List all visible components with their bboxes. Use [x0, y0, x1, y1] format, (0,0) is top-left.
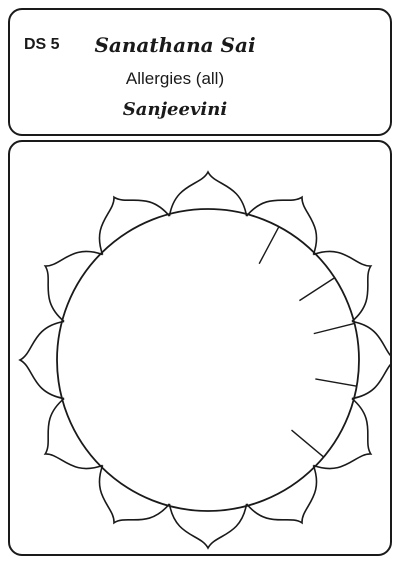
tick-mark [291, 430, 323, 457]
lotus-petals [20, 172, 390, 548]
card-name: Sanathana Sai [60, 33, 290, 57]
remedy-label: Sanjeevini [60, 99, 290, 120]
card-code: DS 5 [24, 36, 60, 54]
tick-mark [299, 278, 334, 301]
complaint-label: Allergies (all) [60, 69, 290, 89]
lotus-petal [352, 321, 390, 398]
lotus-chart [10, 142, 390, 554]
tick-mark [315, 379, 356, 386]
tick-mark [259, 227, 279, 264]
header-card: DS 5 Sanathana Sai Allergies (all) Sanje… [8, 8, 392, 136]
tick-marks [259, 227, 357, 457]
tick-mark [314, 323, 355, 333]
chart-card [8, 140, 392, 556]
